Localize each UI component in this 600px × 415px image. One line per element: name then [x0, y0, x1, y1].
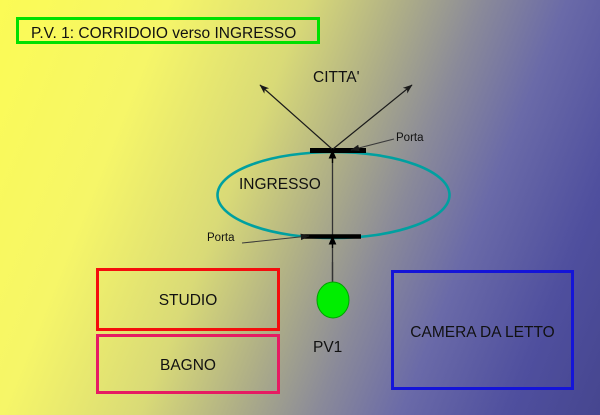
pv1-viewpoint-marker[interactable] [316, 281, 350, 319]
label-ingresso: INGRESSO [239, 176, 321, 193]
room-label-camera-da-letto: CAMERA DA LETTO [410, 324, 555, 341]
view-arrow-left [259, 84, 333, 150]
room-label-studio: STUDIO [158, 292, 218, 309]
label-porta-top: Porta [396, 132, 424, 144]
view-arrow-right [332, 84, 413, 150]
diagram-title-box: P.V. 1: CORRIDOIO verso INGRESSO [16, 17, 320, 44]
ingresso-ellipse [216, 150, 451, 240]
label-porta-bottom: Porta [207, 232, 235, 244]
room-label-bagno: BAGNO [160, 357, 216, 374]
porta-top-leader-line [350, 138, 395, 152]
room-box-studio[interactable]: STUDIO [96, 268, 280, 331]
diagram-title-text: P.V. 1: CORRIDOIO verso INGRESSO [31, 25, 297, 42]
room-box-camera-da-letto[interactable]: CAMERA DA LETTO [391, 270, 574, 390]
room-box-bagno[interactable]: BAGNO [96, 334, 280, 394]
label-citta: CITTA' [313, 69, 360, 86]
porta-bottom-leader-line [241, 233, 310, 244]
label-pv1: PV1 [313, 339, 343, 356]
